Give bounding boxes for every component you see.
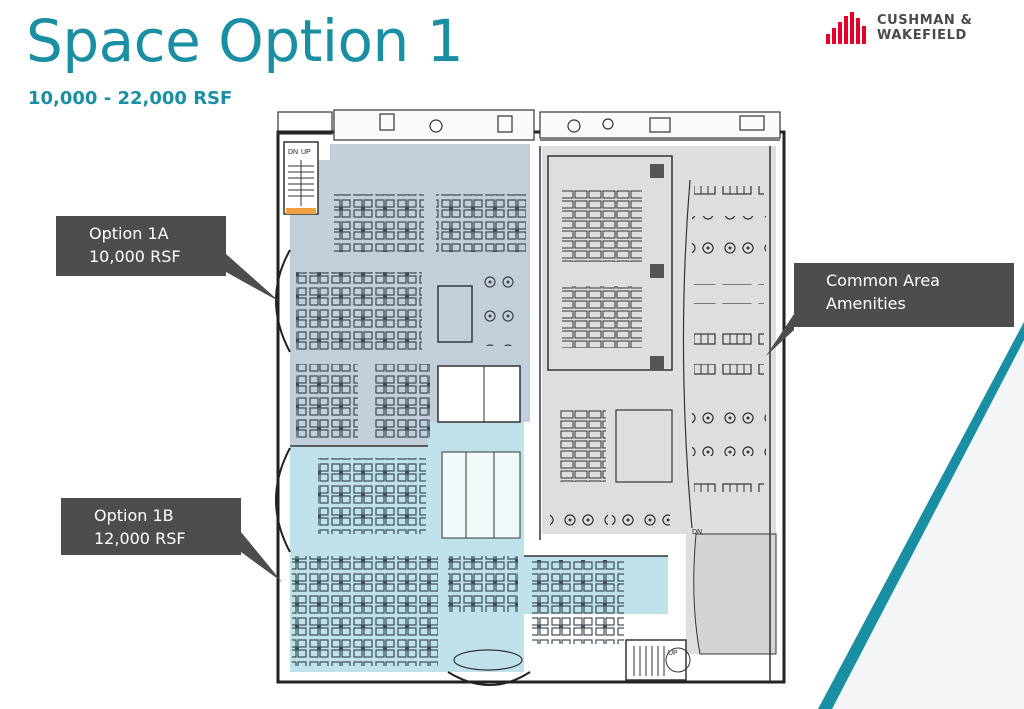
- brand-line-2: WAKEFIELD: [877, 28, 967, 43]
- brand-line-1: CUSHMAN &: [877, 13, 973, 28]
- callout-option-1a-area: 10,000 RSF: [89, 247, 181, 266]
- callout-common-area: Common Area Amenities: [794, 263, 1014, 327]
- callout-option-1b: Option 1B 12,000 RSF: [61, 498, 241, 555]
- stair-dn-label-lower: DN: [692, 529, 702, 536]
- callout-option-1b-area: 12,000 RSF: [94, 529, 186, 548]
- brand-wordmark: CUSHMAN & WAKEFIELD: [877, 13, 997, 43]
- callout-common-area-line2: Amenities: [826, 294, 906, 313]
- callout-option-1a: Option 1A 10,000 RSF: [56, 216, 226, 276]
- stair-up-label-lower: UP: [668, 650, 678, 657]
- stair-dn-label: DN: [288, 149, 298, 156]
- callout-common-area-line1: Common Area: [826, 271, 940, 290]
- building-bars-icon: [826, 12, 866, 44]
- page-subtitle: 10,000 - 22,000 RSF: [28, 88, 233, 109]
- page-title: Space Option 1: [26, 7, 464, 75]
- callout-option-1b-name: Option 1B: [94, 506, 174, 525]
- callout-option-1a-name: Option 1A: [89, 224, 169, 243]
- stair-up-label: UP: [301, 149, 311, 156]
